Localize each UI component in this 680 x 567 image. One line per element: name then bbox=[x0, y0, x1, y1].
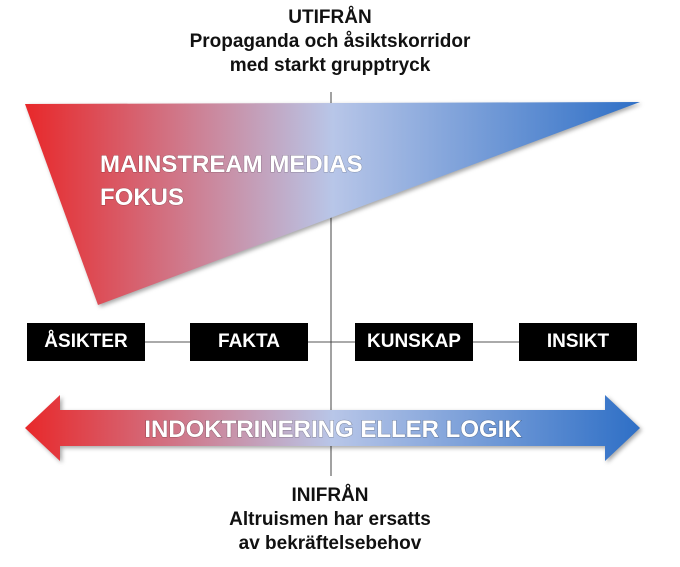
scale-box-kunskap: KUNSKAP bbox=[355, 323, 473, 361]
bottom-line1: Altruismen har ersatts bbox=[229, 509, 431, 530]
bottom-caption: INIFRÅN Altruismen har ersatts av bekräf… bbox=[130, 484, 530, 556]
top-line1: Propaganda och åsiktskorridor bbox=[189, 31, 471, 52]
triangle-label-line1: MAINSTREAM MEDIAS bbox=[100, 151, 363, 178]
bottom-heading: INIFRÅN bbox=[291, 485, 369, 506]
scale-box-asikter: ÅSIKTER bbox=[27, 323, 145, 361]
arrow-label: INDOKTRINERING ELLER LOGIK bbox=[144, 416, 522, 443]
triangle-label-line2: FOKUS bbox=[100, 184, 184, 211]
bottom-line2: av bekräftelsebehov bbox=[238, 533, 422, 554]
top-caption: UTIFRÅN Propaganda och åsiktskorridor me… bbox=[130, 6, 530, 78]
scale-box-fakta: FAKTA bbox=[190, 323, 308, 361]
top-heading: UTIFRÅN bbox=[288, 7, 372, 28]
top-line2: med starkt grupptryck bbox=[229, 55, 431, 76]
scale-box-insikt: INSIKT bbox=[519, 323, 637, 361]
mainstream-focus-triangle bbox=[25, 102, 640, 305]
double-arrow bbox=[25, 395, 640, 461]
